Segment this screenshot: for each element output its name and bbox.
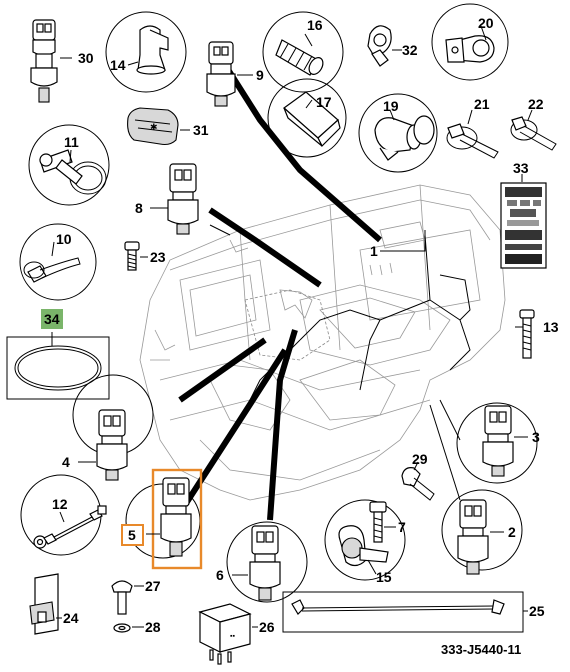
callout-13: 13 [543,319,559,335]
label-sheet-33 [500,174,547,269]
callout-4: 4 [62,454,70,470]
sensor-6 [232,525,281,601]
sensor-9 [206,41,253,107]
leader-lines [140,224,525,501]
bolt-7 [369,501,396,543]
callout-12: 12 [52,496,68,512]
callout-24: 24 [63,610,79,626]
callout-31: 31 [193,122,209,138]
item-34-highlight [41,309,63,329]
callout-33: 33 [513,160,529,176]
callout-28: 28 [145,619,161,635]
sensor-3 [482,405,528,477]
screw-27 [111,580,144,615]
callout-7: 7 [398,519,406,535]
callout-3: 3 [532,429,540,445]
callout-2: 2 [508,524,516,540]
o-ring-panel [6,332,110,400]
callout-20: 20 [478,15,494,31]
cable-tie-21 [446,109,499,159]
machine-frame [139,184,506,501]
washer-28 [113,623,144,633]
rubber-boot-14 [127,25,169,75]
item-5-highlight-box [151,468,203,570]
callout-5: 5 [128,527,136,543]
p-clamp-20 [445,25,495,63]
callout-10: 10 [56,231,72,247]
callout-14: 14 [110,57,126,73]
cable-25 [282,591,528,633]
callout-22: 22 [528,96,544,112]
callout-23: 23 [150,249,166,265]
cable-tie-22 [510,109,557,151]
cable-tie-clamp-11 [39,149,107,195]
callout-11: 11 [64,134,79,150]
connector-17 [283,91,341,148]
callout-25: 25 [529,603,545,619]
p-clip-15 [338,525,389,575]
pressure-switch-30 [30,19,72,103]
small-clamp-29 [401,461,435,501]
sensor-2 [457,499,504,575]
svg-text:▪▪: ▪▪ [230,633,235,640]
item-5-callout-box [121,524,144,546]
heavy-leaders [178,58,382,521]
svg-text:✱: ✱ [150,122,158,132]
cable-clip-32 [367,25,402,67]
bolt-23 [124,241,148,271]
corrugated-boot-16 [275,33,324,76]
callout-16: 16 [307,17,323,33]
callout-1: 1 [370,243,378,259]
sensor-8 [150,163,199,235]
sensor-4 [78,409,128,481]
callout-34: 34 [44,311,60,327]
callout-29: 29 [412,451,428,467]
callout-9: 9 [256,67,264,83]
wire-12 [33,505,107,549]
wiring-harness [239,234,471,421]
grommet-19 [374,109,435,161]
bracket-24 [29,573,62,635]
document-number: 333-J5440-11 [441,642,521,657]
callout-32: 32 [402,42,418,58]
callout-6: 6 [216,567,224,583]
connector-cap-31: ✱ [127,107,190,146]
callout-17: 17 [316,94,332,110]
callout-27: 27 [145,578,161,594]
callout-15: 15 [376,569,392,585]
bolt-13 [519,309,535,359]
callout-8: 8 [135,200,143,216]
callouts: 30 14 9 16 32 20 17 19 21 22 31 11 33 8 … [41,15,559,657]
sensor-5 [146,477,192,557]
callout-21: 21 [474,96,490,112]
callout-30: 30 [78,50,94,66]
relay-26: ▪▪ [198,603,258,665]
callout-19: 19 [383,98,399,114]
cable-tie-10 [23,241,81,283]
callout-26: 26 [259,619,275,635]
